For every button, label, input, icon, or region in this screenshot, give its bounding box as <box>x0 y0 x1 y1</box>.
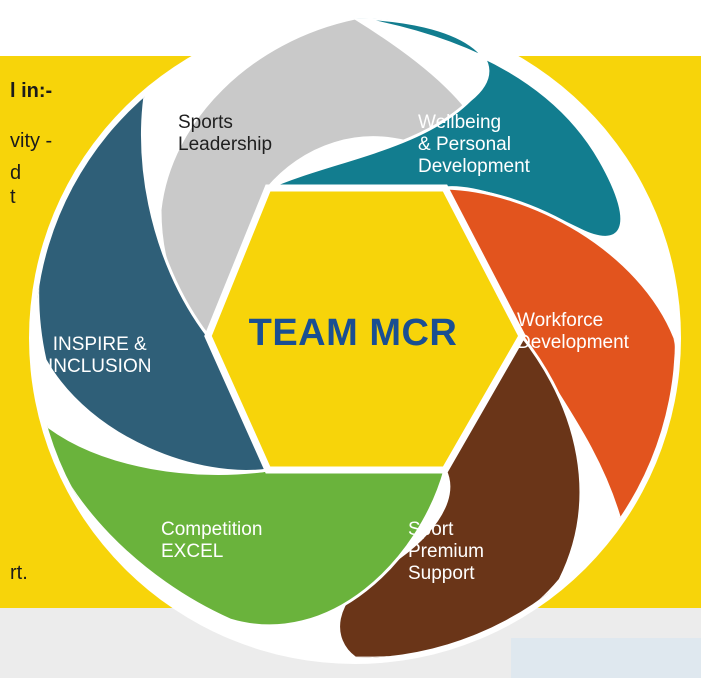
side-text-heading: l in:- <box>10 80 53 102</box>
side-text-last-line: rt. <box>10 562 28 584</box>
side-text-line-2: d <box>10 162 22 184</box>
hub-hexagon <box>204 184 526 474</box>
lower-band-highlight <box>511 638 701 678</box>
side-text-line-3: t <box>10 186 16 208</box>
hub-title: TEAM MCR <box>248 312 458 354</box>
segment-label-inspire: INSPIRE &INCLUSION <box>48 334 152 377</box>
side-text-line-1: vity - <box>10 130 53 152</box>
segments-group <box>36 18 675 658</box>
